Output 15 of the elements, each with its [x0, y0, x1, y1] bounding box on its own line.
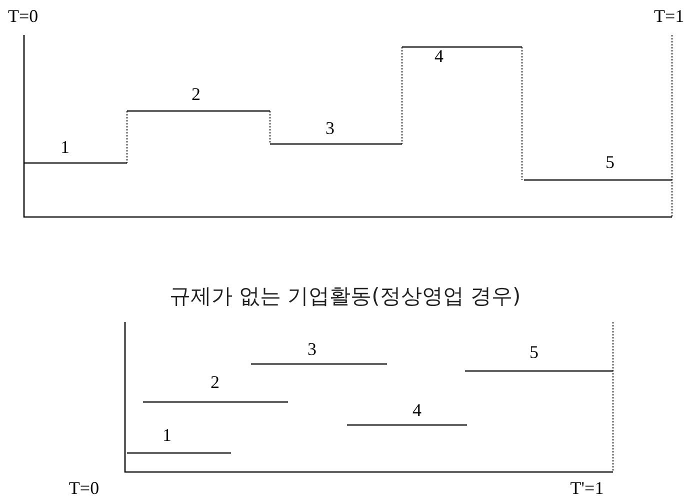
axis-label: T=0 [68, 478, 100, 497]
segment-number: 2 [210, 372, 220, 392]
segment-number: 3 [326, 118, 334, 138]
segment-number: 5 [530, 342, 538, 362]
segment-number: 3 [308, 339, 316, 359]
segment-number: 1 [162, 425, 172, 445]
segment-number: 1 [60, 137, 70, 157]
segment-number: 4 [434, 46, 444, 66]
segment-number: 4 [412, 400, 422, 420]
axis-label: T=1 [654, 6, 684, 26]
segment-number: 2 [192, 84, 200, 104]
axis-label: T'=1 [570, 478, 604, 497]
axis-label: T=0 [8, 6, 38, 26]
segment-number: 5 [606, 152, 614, 172]
chart-caption: 규제가 없는 기업활동(정상영업 경우) [169, 284, 521, 308]
